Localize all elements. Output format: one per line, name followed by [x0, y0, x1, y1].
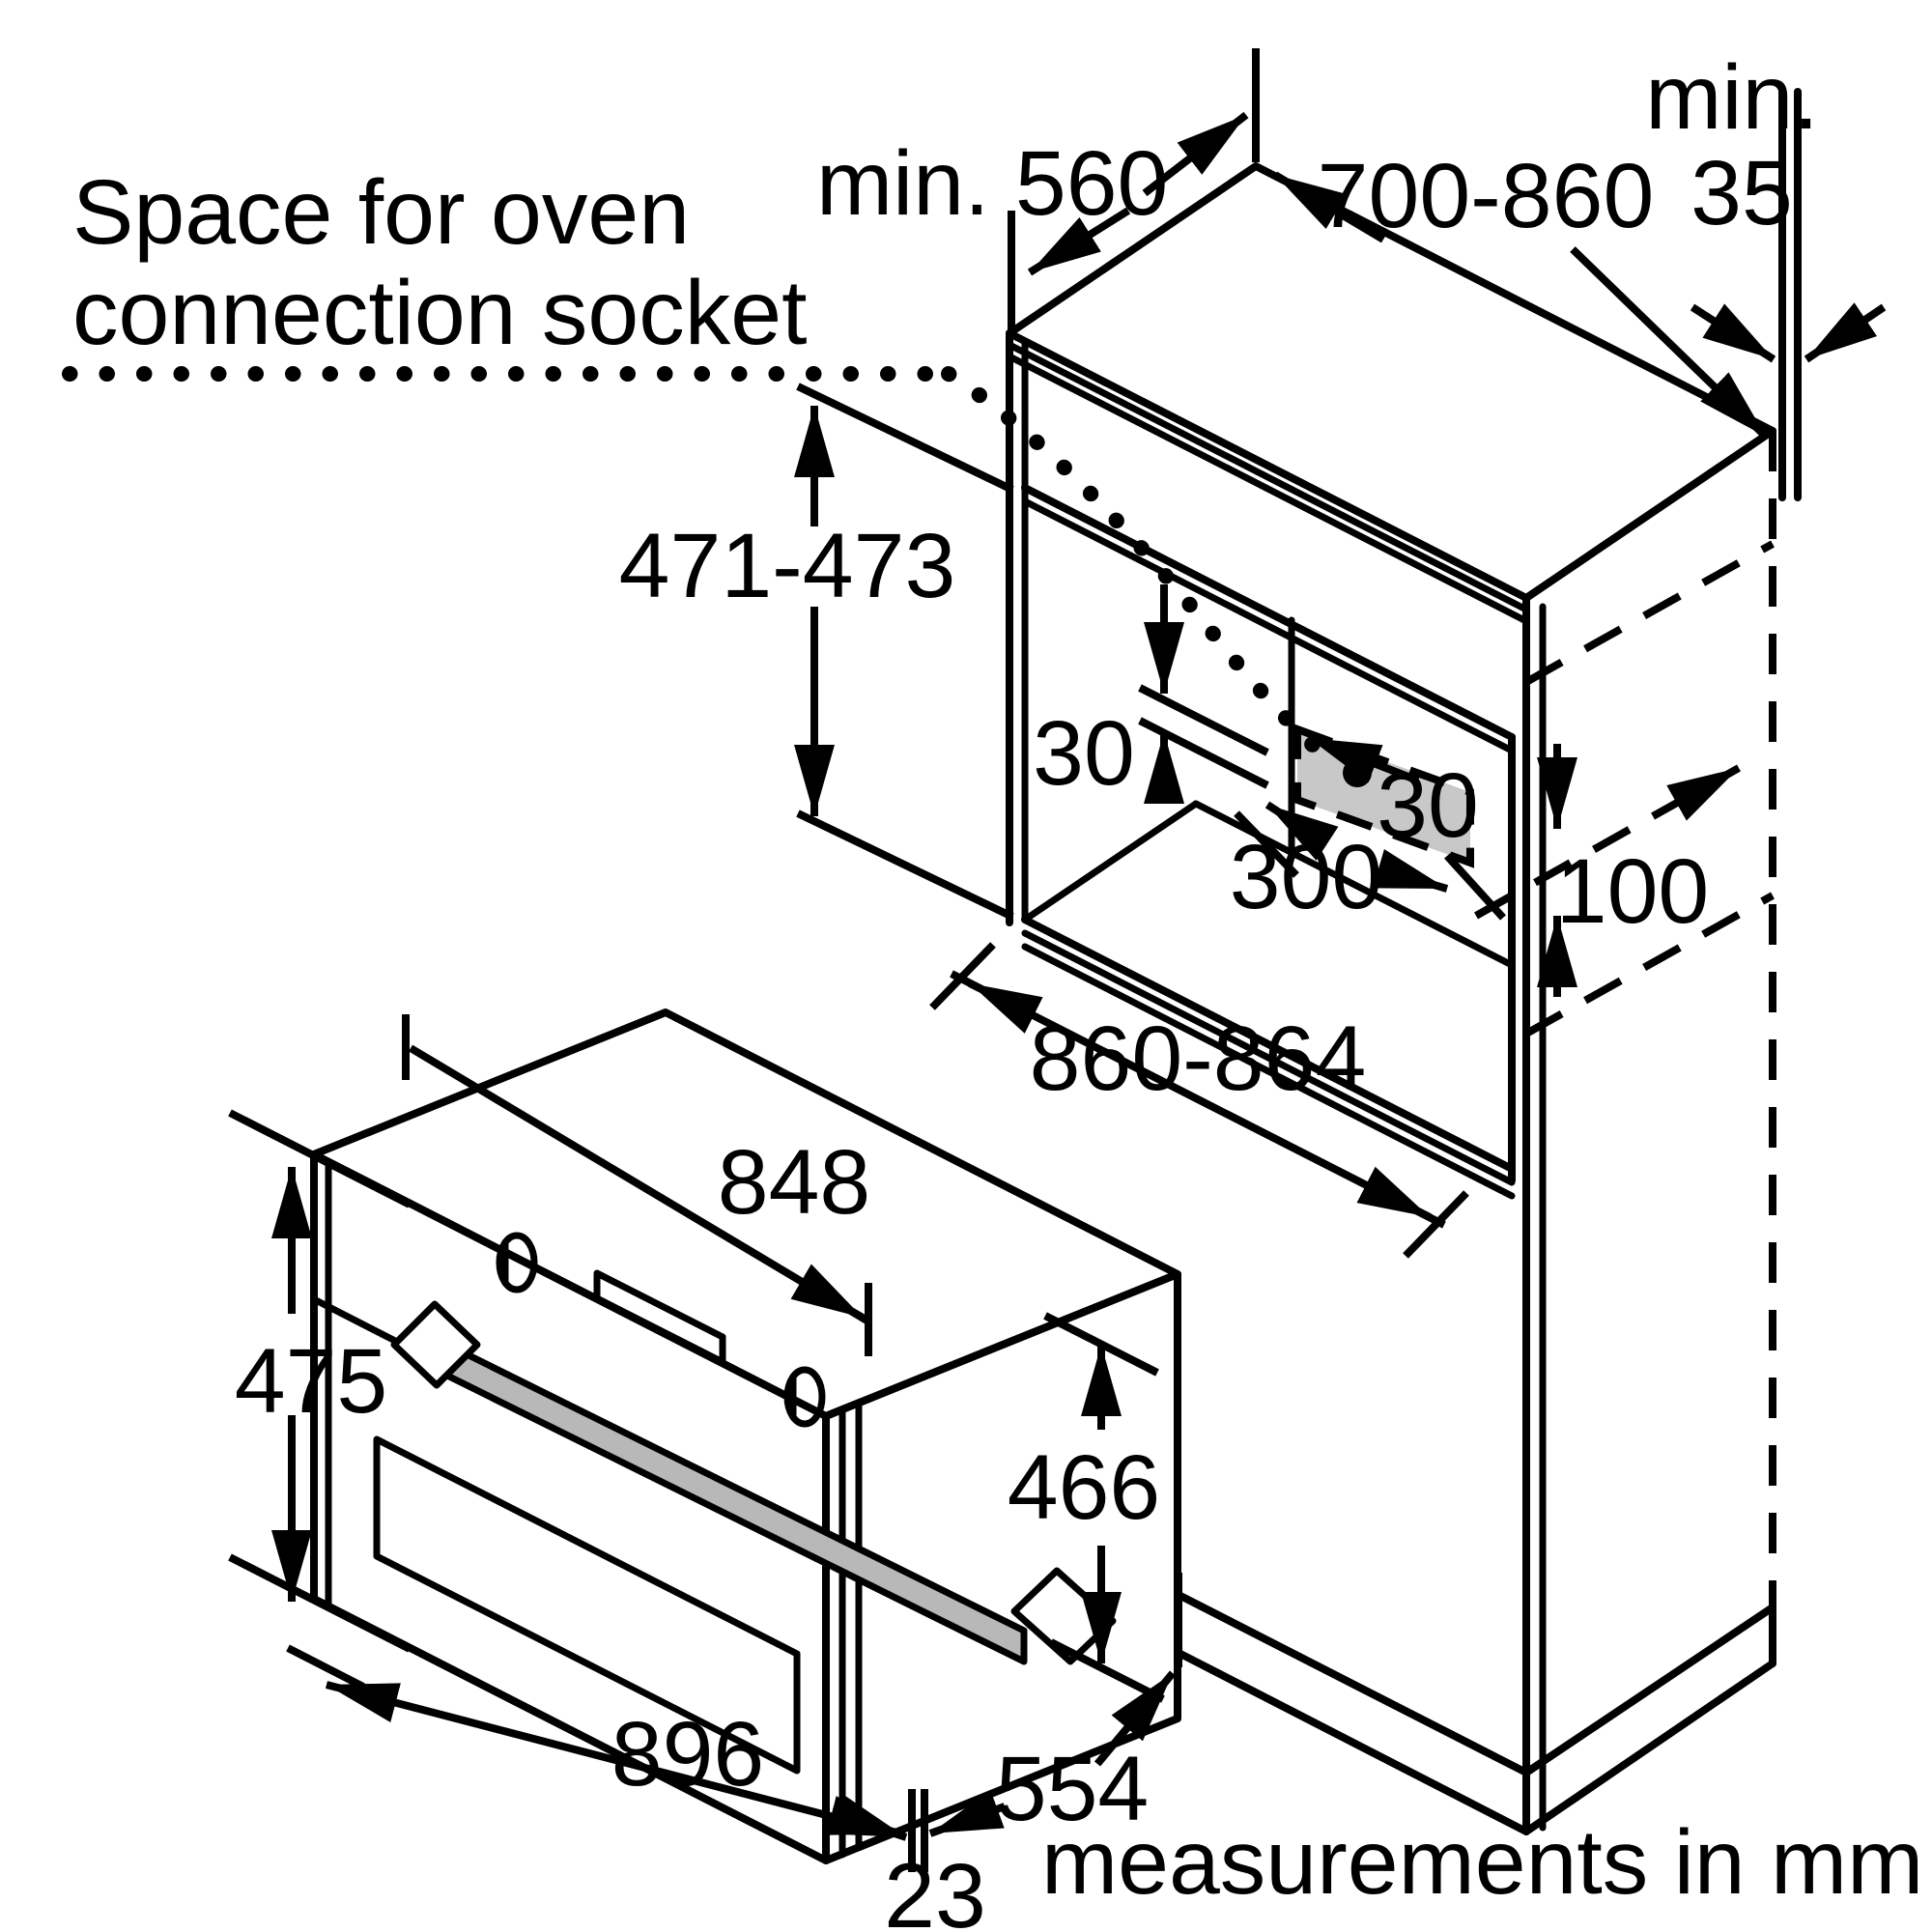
oven-total-width-label: 896 — [611, 1703, 765, 1805]
dim-rail-horizontal: 30 — [1307, 734, 1479, 857]
note-line1: Space for oven — [72, 161, 690, 264]
rail-horizontal-label: 30 — [1377, 754, 1479, 857]
dim-socket-offset: 100 — [1537, 744, 1710, 997]
oven-top-width-label: 848 — [718, 1131, 871, 1234]
oven-body-height-label: 466 — [1008, 1436, 1161, 1539]
top-depth-label: min. 560 — [816, 132, 1168, 235]
dim-niche-width: 860-864 — [929, 942, 1469, 1259]
dim-wall-gap: min. 35 — [1645, 46, 1887, 363]
dim-rail-vertical: 30 — [1033, 584, 1269, 805]
dim-door-gap: 23 — [832, 1789, 1007, 1932]
control-knob-right — [783, 1366, 826, 1428]
hidden-niche-top-edge — [1524, 540, 1775, 686]
wall-gap-value-label: 35 — [1690, 142, 1793, 244]
wall-gap-min-label: min. — [1645, 46, 1818, 149]
oven-handle — [390, 1300, 1117, 1665]
upper-height-label: 700-860 — [1318, 145, 1655, 247]
socket-leader — [62, 366, 1335, 766]
handle-end-left — [390, 1300, 481, 1389]
control-knob-left — [496, 1232, 538, 1293]
oven-display — [593, 1269, 726, 1366]
oven — [310, 1009, 1181, 1864]
socket-width-label: 300 — [1230, 826, 1383, 928]
dim-niche-height: 471-473 — [619, 383, 1014, 921]
tall-cabinet — [1006, 162, 1776, 1835]
socket-offset-label: 100 — [1556, 840, 1710, 943]
dim-upper-height: 700-860 — [1272, 145, 1769, 440]
door-gap-label: 23 — [884, 1845, 986, 1932]
wall-strip — [1778, 88, 1802, 501]
dim-oven-depth: 554 — [996, 1573, 1182, 1840]
dim-top-depth: min. 560 — [816, 48, 1260, 330]
connection-socket-note: Space for oven connection socket — [72, 161, 807, 364]
dim-oven-total-width: 896 — [286, 1644, 906, 1839]
note-line2: connection socket — [72, 262, 807, 364]
socket-depth-pointer — [1474, 764, 1741, 920]
rail-vertical-label: 30 — [1033, 702, 1135, 805]
oven-front-height-label: 475 — [235, 1330, 388, 1433]
oven-depth-label: 554 — [996, 1738, 1150, 1840]
hidden-niche-floor-edge — [1524, 892, 1775, 1037]
dim-socket-width: 300 — [1230, 801, 1506, 928]
footer-units-label: measurements in mm — [1041, 1811, 1923, 1914]
cabinet-niche — [1021, 484, 1516, 1200]
niche-height-label: 471-473 — [619, 515, 956, 617]
dim-oven-top-width: 848 — [402, 1014, 872, 1356]
oven-door-window — [373, 1435, 801, 1775]
dim-oven-front-height: 475 — [228, 1109, 412, 1653]
niche-width-label: 860-864 — [1030, 1008, 1367, 1110]
